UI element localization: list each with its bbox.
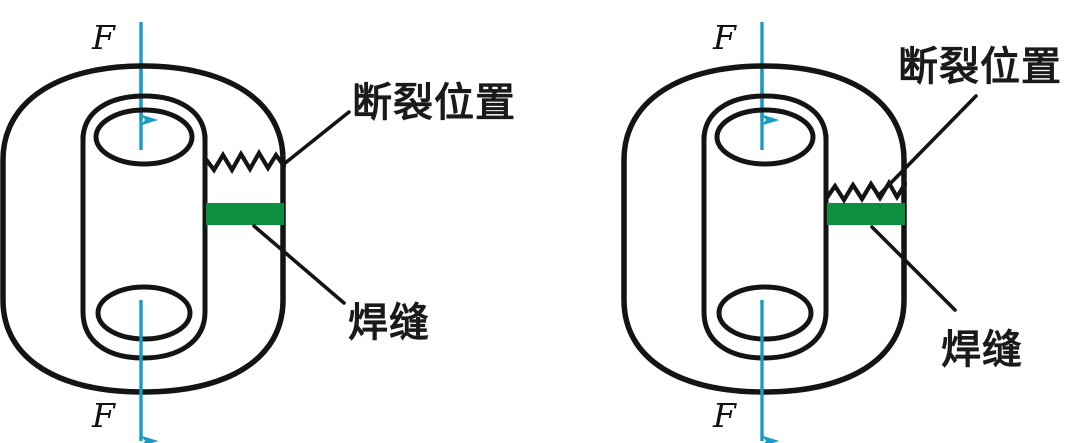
weld-label-right: 焊缝: [941, 327, 1023, 373]
weld-label-left: 焊缝: [348, 300, 430, 346]
force-label-top-left: F: [91, 18, 116, 57]
outer-collar-left: [0, 63, 286, 395]
fracture-crack-right: [823, 178, 908, 204]
left-diagram: 断裂位置 焊缝 F F: [0, 18, 516, 443]
fracture-leader-left: [282, 110, 351, 166]
outer-collar-right: [621, 63, 907, 395]
fracture-crack-left: [202, 148, 287, 175]
tube-top-shoulder-right: [701, 93, 829, 143]
fracture-label-left: 断裂位置: [352, 80, 516, 126]
right-diagram: 断裂位置 焊缝 F F: [621, 18, 1062, 443]
force-label-bottom-right: F: [712, 396, 737, 435]
weld-leader-right: [870, 225, 957, 312]
force-label-top-right: F: [712, 18, 737, 57]
fracture-leader-right: [876, 94, 978, 198]
tube-top-opening-left: [93, 107, 195, 167]
fracture-label-right: 断裂位置: [898, 44, 1062, 90]
inner-tube-left: [80, 133, 208, 361]
weld-leader-left: [252, 224, 346, 305]
tube-top-opening-right: [714, 107, 816, 167]
tube-bottom-opening-left: [95, 284, 193, 342]
weld-seam-right: [827, 203, 905, 225]
tube-bottom-opening-right: [716, 284, 814, 342]
tube-top-shoulder-left: [80, 93, 208, 143]
weld-seam-left: [206, 203, 284, 225]
inner-tube-right: [701, 133, 829, 361]
force-label-bottom-left: F: [91, 396, 116, 435]
